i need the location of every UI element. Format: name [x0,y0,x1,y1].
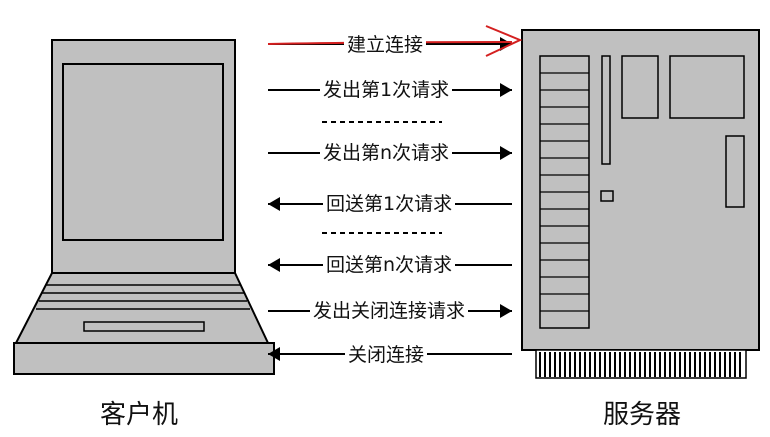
message-reply-request-n: 回送第n次请求 [323,254,456,276]
message-send-request-n: 发出第n次请求 [320,142,453,164]
red-arrowhead-stroke [485,25,523,57]
laptop-base [13,342,275,375]
server-label: 服务器 [603,400,682,430]
server-vents [539,352,741,377]
arrowhead-icon [500,83,512,97]
server-icon [521,29,760,379]
laptop-icon [13,39,275,375]
server-panel [621,55,659,119]
laptop-screen [62,63,224,241]
message-send-close-request: 发出关闭连接请求 [310,300,469,322]
laptop-keyboard-deck [14,272,270,344]
server-drive-slots [540,72,589,312]
server-panel [669,55,745,119]
server-panel [725,135,745,208]
message-reply-request-1: 回送第1次请求 [323,193,456,215]
message-establish-connection: 建立连接 [344,34,427,56]
arrowhead-icon [500,304,512,318]
message-send-request-1: 发出第1次请求 [320,79,453,101]
client-label: 客户机 [100,400,179,430]
message-close-connection: 关闭连接 [345,344,428,366]
server-power-button [600,190,614,202]
arrowhead-icon [268,347,280,361]
arrowhead-icon [268,258,280,272]
arrowhead-icon [500,146,512,160]
laptop-touchpad [83,321,205,332]
server-slot [601,55,611,165]
arrowhead-icon [268,197,280,211]
